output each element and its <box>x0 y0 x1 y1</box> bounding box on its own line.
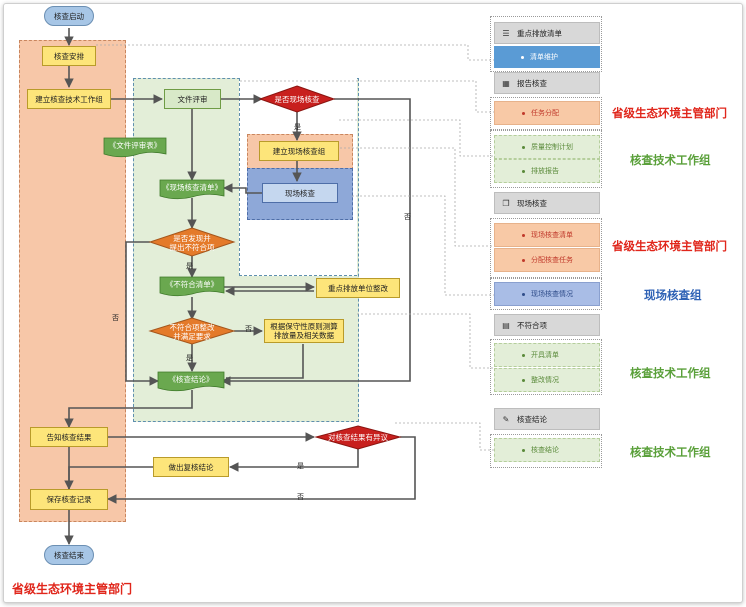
panel-item-qc-plan[interactable]: 质量控制计划 <box>494 135 600 159</box>
onsite-list-label: 《现场核查清单》 <box>162 182 222 192</box>
group-box-7 <box>490 434 602 468</box>
conclusion-label: 《核查结论》 <box>168 374 214 384</box>
bottom-dept-label: 省级生态环境主管部门 <box>12 582 133 596</box>
group-box-6 <box>490 339 602 395</box>
objection-yes-label: 是 <box>297 462 304 470</box>
panel-head-report-check[interactable]: ▦报告核查 <box>494 72 600 94</box>
edit-icon: ✎ <box>502 414 510 424</box>
notify-node: 告知核查结果 <box>30 427 108 447</box>
nonconform-decision-label: 是否发现并 提出不符合项 <box>169 234 215 252</box>
build-onsite-team-node: 建立现场核查组 <box>259 141 339 161</box>
list-icon: ☰ <box>502 28 510 38</box>
side-label-dept1: 省级生态环境主管部门 <box>612 106 727 120</box>
panel-item-conclusion[interactable]: 核查结论 <box>494 438 600 462</box>
group-box-5 <box>490 278 602 310</box>
onsite-yes-label: 是 <box>294 123 301 131</box>
panel-item-rectify-status[interactable]: 整改情况 <box>494 368 600 392</box>
panel-item-assign-task[interactable]: 分配核查任务 <box>494 248 600 272</box>
nonconform-decision-diamond <box>148 227 236 257</box>
nonconform-yes-label: 是 <box>186 262 193 270</box>
objection-decision-label: 对核查结果有异议 <box>328 432 388 442</box>
onsite-decision-diamond <box>258 85 336 113</box>
end-node: 核查结束 <box>44 545 94 565</box>
rectify-no-label: 否 <box>245 325 252 333</box>
side-label-team2: 核查技术工作组 <box>630 366 711 380</box>
rectify-node: 重点排放单位整改 <box>316 278 400 298</box>
objection-no-label: 否 <box>297 493 304 501</box>
nonconform-list-shape <box>159 276 225 297</box>
rectify-decision-label: 不符合项整改 并满足要求 <box>169 323 215 341</box>
panel-head-conclusion[interactable]: ✎核查结论 <box>494 408 600 430</box>
calendar-icon: ▦ <box>502 78 510 88</box>
panel-item-emission-report[interactable]: 排放报告 <box>494 159 600 183</box>
onsite-no-label: 否 <box>404 213 411 221</box>
panel-item-onsite-list[interactable]: 现场核查清单 <box>494 223 600 247</box>
documents-icon: ❐ <box>502 198 510 208</box>
save-record-node: 保存核查记录 <box>30 489 108 510</box>
document-icon: ▤ <box>502 320 510 330</box>
doc-review-table-shape <box>103 137 167 158</box>
nonconform-no-label: 否 <box>112 314 119 322</box>
rectify-yes-label: 是 <box>186 354 193 362</box>
doc-review-table-label: 《文件评审表》 <box>108 140 162 150</box>
start-node: 核查启动 <box>44 6 94 26</box>
conservative-calc-node: 根据保守性原则测算 排放量及相关数据 <box>264 319 344 343</box>
side-label-onsite-team: 现场核查组 <box>644 288 702 302</box>
panel-head-emission-list[interactable]: ☰重点排放清单 <box>494 22 600 44</box>
side-label-dept2: 省级生态环境主管部门 <box>612 239 727 253</box>
conclusion-shape <box>157 371 225 392</box>
panel-item-task-assign[interactable]: 任务分配 <box>494 101 600 125</box>
panel-item-list-maintenance[interactable]: 清单维护 <box>494 46 600 68</box>
group-box-1 <box>490 16 602 72</box>
onsite-check-node: 现场核查 <box>262 183 338 203</box>
panel-item-onsite-status[interactable]: 现场核查情况 <box>494 282 600 306</box>
panel-head-onsite-check[interactable]: ❐现场核查 <box>494 192 600 214</box>
group-box-2 <box>490 97 602 130</box>
nonconform-list-label: 《不符合清单》 <box>165 279 219 289</box>
panel-item-issue-list[interactable]: 开具清单 <box>494 343 600 367</box>
review-conclusion-node: 做出复核结论 <box>153 457 229 477</box>
arrange-node: 核查安排 <box>42 46 96 66</box>
objection-decision-diamond <box>314 425 402 450</box>
rectify-decision-diamond <box>148 317 236 345</box>
panel-head-nonconform[interactable]: ▤不符合项 <box>494 314 600 336</box>
doc-review-node: 文件评审 <box>164 89 221 109</box>
build-team-node: 建立核查技术工作组 <box>27 89 111 109</box>
group-box-4 <box>490 218 602 278</box>
group-box-3 <box>490 130 602 188</box>
onsite-decision-label: 是否现场核查 <box>274 94 320 104</box>
side-label-team3: 核查技术工作组 <box>630 445 711 459</box>
onsite-list-shape <box>159 179 225 200</box>
side-label-team1: 核查技术工作组 <box>630 153 711 167</box>
